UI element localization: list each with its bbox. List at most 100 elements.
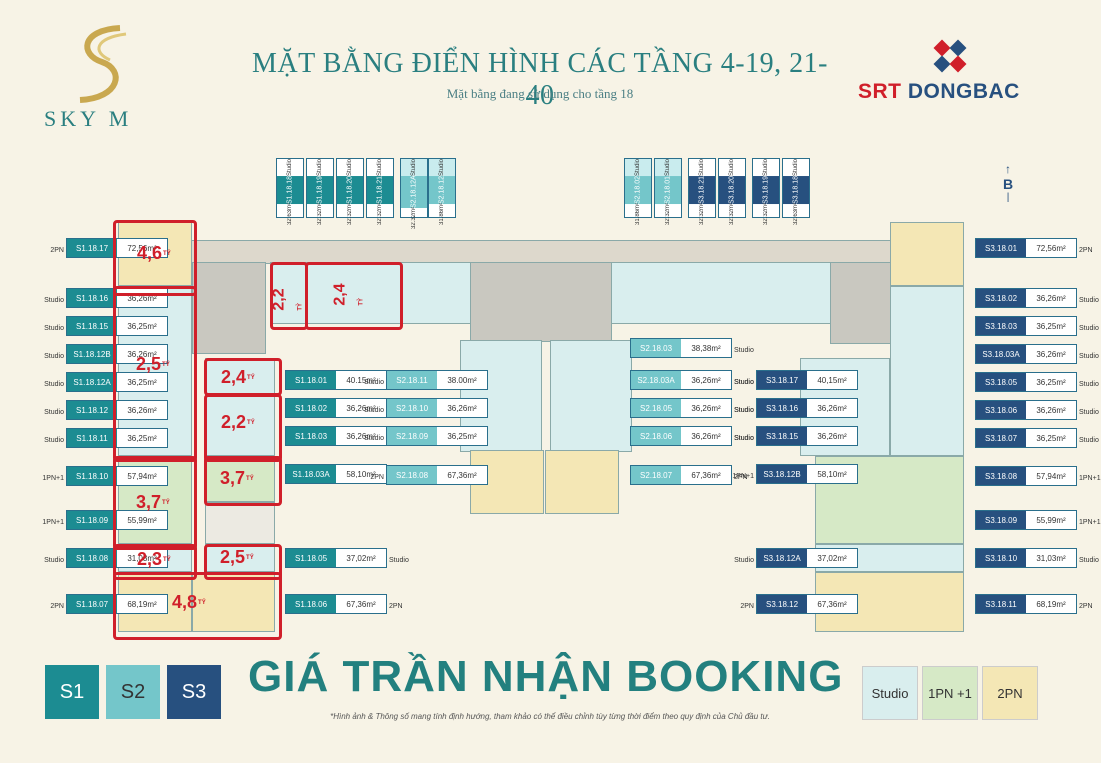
booking-headline: GIÁ TRẦN NHẬN BOOKING xyxy=(248,652,844,701)
price-value: 2,2 xyxy=(270,288,288,311)
unit-code: S2.18.09 xyxy=(387,427,437,445)
unit-type: Studio xyxy=(625,159,651,177)
page-title: MẶT BẰNG ĐIỂN HÌNH CÁC TẦNG 4-19, 21-40 xyxy=(252,48,828,111)
compass-label: B xyxy=(1002,176,1014,192)
unit-type: Studio xyxy=(734,407,754,414)
price-unit: TỶ xyxy=(163,557,171,563)
unit-code: S2.18.05 xyxy=(631,399,681,417)
price-value: 4,8 xyxy=(172,592,198,612)
s1-stair xyxy=(205,502,275,544)
price-box xyxy=(113,544,197,580)
unit-area: 32.32m² xyxy=(377,203,383,226)
unit-area: 32.32m² xyxy=(347,203,353,226)
unit-area: 36,25m² xyxy=(437,427,487,445)
unit-code: S1.18.12B xyxy=(67,345,117,363)
unit-area: 36,25m² xyxy=(117,317,167,335)
s1-east-studios xyxy=(205,358,275,456)
srt-diamond-icon xyxy=(933,39,967,73)
price-unit: TỶ xyxy=(246,476,254,482)
s2-core xyxy=(470,262,612,342)
unit-area: 32.32m² xyxy=(699,203,705,226)
unit-area: 36,26m² xyxy=(1026,289,1076,307)
unit-type: Studio xyxy=(734,435,754,442)
srt-brand-b: DONGBAC xyxy=(907,80,1020,103)
unit-type: Studio xyxy=(277,159,303,177)
unit-type: Studio xyxy=(783,159,809,177)
price-value: 4,6 xyxy=(137,243,163,263)
unit-type: Studio xyxy=(1079,297,1099,304)
unit-area: 36,26m² xyxy=(336,399,386,417)
unit-type: Studio xyxy=(337,159,363,177)
disclaimer-note: *Hình ảnh & Thông số mang tính định hướn… xyxy=(330,712,770,721)
unit-code: S2.18.12A xyxy=(401,176,427,208)
unit-area: 40.15m² xyxy=(336,371,386,389)
unit-area: 57,94m² xyxy=(1026,467,1076,485)
unit-s3-18-01 xyxy=(890,222,964,286)
unit-area: 57,94m² xyxy=(117,467,167,485)
unit-type: Studio xyxy=(44,437,64,444)
unit-code: S3.18.02 xyxy=(976,289,1026,307)
price-box xyxy=(204,394,282,462)
unit-code: S2.18.10 xyxy=(387,399,437,417)
unit-type: Studio xyxy=(389,557,409,564)
compass: ↑ B | xyxy=(998,162,1018,212)
unit-code: S3.18.12A xyxy=(757,549,807,567)
unit-type: 1PN+1 xyxy=(1079,519,1101,526)
unit-area: 31,03m² xyxy=(1026,549,1076,567)
unit-area: 36,26m² xyxy=(1026,345,1076,363)
unit-code: S3.18.03 xyxy=(976,317,1026,335)
unit-code: S3.18.16 xyxy=(757,399,807,417)
unit-code: S3.18.20 xyxy=(719,176,745,205)
price-value: 2,4 xyxy=(331,283,349,306)
unit-area: 32.32m² xyxy=(763,203,769,226)
price-value: 2,2 xyxy=(221,412,247,432)
price-value: 2,4 xyxy=(221,367,247,387)
unit-area: 55,99m² xyxy=(1026,511,1076,529)
price-box xyxy=(305,262,403,330)
unit-code: S3.18.06 xyxy=(976,401,1026,419)
unit-area: 58,10m² xyxy=(336,465,386,483)
unit-code: S1.18.16 xyxy=(67,289,117,307)
unit-type: Studio xyxy=(367,159,393,177)
unit-area: 36,26m² xyxy=(437,399,487,417)
unit-type: Studio xyxy=(734,435,754,442)
legend-s3: S3 xyxy=(167,665,221,719)
unit-code: S1.18.07 xyxy=(67,595,117,613)
unit-area: 36,26m² xyxy=(681,371,731,389)
unit-code: S2.18.02 xyxy=(625,176,651,205)
unit-code: S3.18.12B xyxy=(757,465,807,483)
price-value: 3,7 xyxy=(136,492,162,512)
unit-type: Studio xyxy=(364,379,384,386)
unit-area: 36,25m² xyxy=(1026,373,1076,391)
legend-studio: Studio xyxy=(862,666,918,720)
